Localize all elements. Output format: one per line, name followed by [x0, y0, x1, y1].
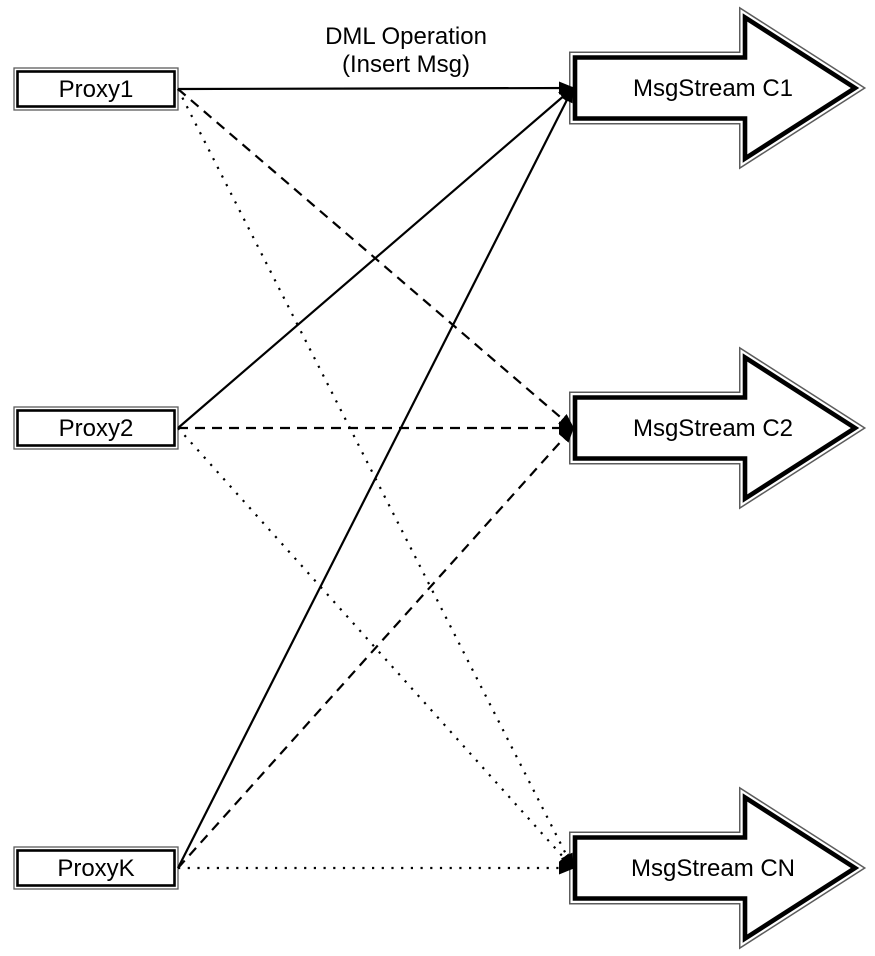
proxy-node-2: Proxy2	[13, 406, 179, 450]
stream-label-c2: MsgStream C2	[633, 415, 793, 442]
connection-proxy1-to-c1	[177, 81, 575, 95]
stream-arrow-shape	[572, 353, 860, 503]
connection-proxy1-to-cn	[177, 88, 574, 870]
diagram-title: DML Operation (Insert Msg)	[325, 23, 487, 78]
connections	[177, 81, 575, 875]
stream-label-cn: MsgStream CN	[631, 855, 795, 882]
proxy-node-k: ProxyK	[13, 846, 179, 890]
connection-proxy2-to-cn	[177, 427, 575, 870]
connection-proxy1-to-c2	[177, 88, 575, 430]
diagram-title-line2: (Insert Msg)	[342, 51, 470, 78]
proxy-label-2: Proxy2	[59, 415, 134, 442]
connection-proxyk-to-c2	[177, 426, 575, 869]
diagram-title-line1: DML Operation	[325, 23, 487, 50]
stream-node-cn: MsgStream CN	[569, 786, 867, 950]
stream-label-c1: MsgStream C1	[633, 75, 793, 102]
proxy-label-1: Proxy1	[59, 76, 134, 103]
stream-node-c2: MsgStream C2	[569, 346, 867, 510]
connection-proxyk-to-c1	[177, 86, 574, 869]
stream-node-c1: MsgStream C1	[569, 6, 867, 170]
proxy-box	[16, 409, 176, 447]
stream-arrow-shape	[572, 793, 860, 943]
proxy-box	[16, 849, 176, 887]
stream-arrow-shape	[572, 13, 860, 163]
proxy-box	[16, 70, 176, 108]
proxy-label-k: ProxyK	[57, 855, 134, 882]
proxy-node-1: Proxy1	[13, 67, 179, 111]
